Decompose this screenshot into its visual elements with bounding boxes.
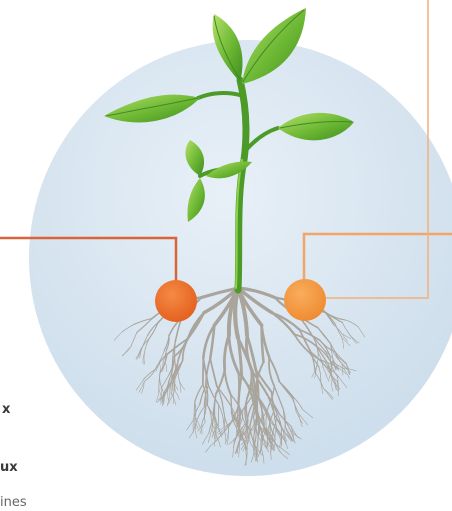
label-fragment-1: x bbox=[2, 403, 10, 416]
marker-dot-right[interactable] bbox=[284, 279, 326, 321]
marker-dot-left[interactable] bbox=[155, 280, 197, 322]
label-fragment-3: ines bbox=[0, 496, 27, 509]
label-fragment-2: ux bbox=[0, 461, 18, 474]
root-segment bbox=[231, 395, 232, 414]
